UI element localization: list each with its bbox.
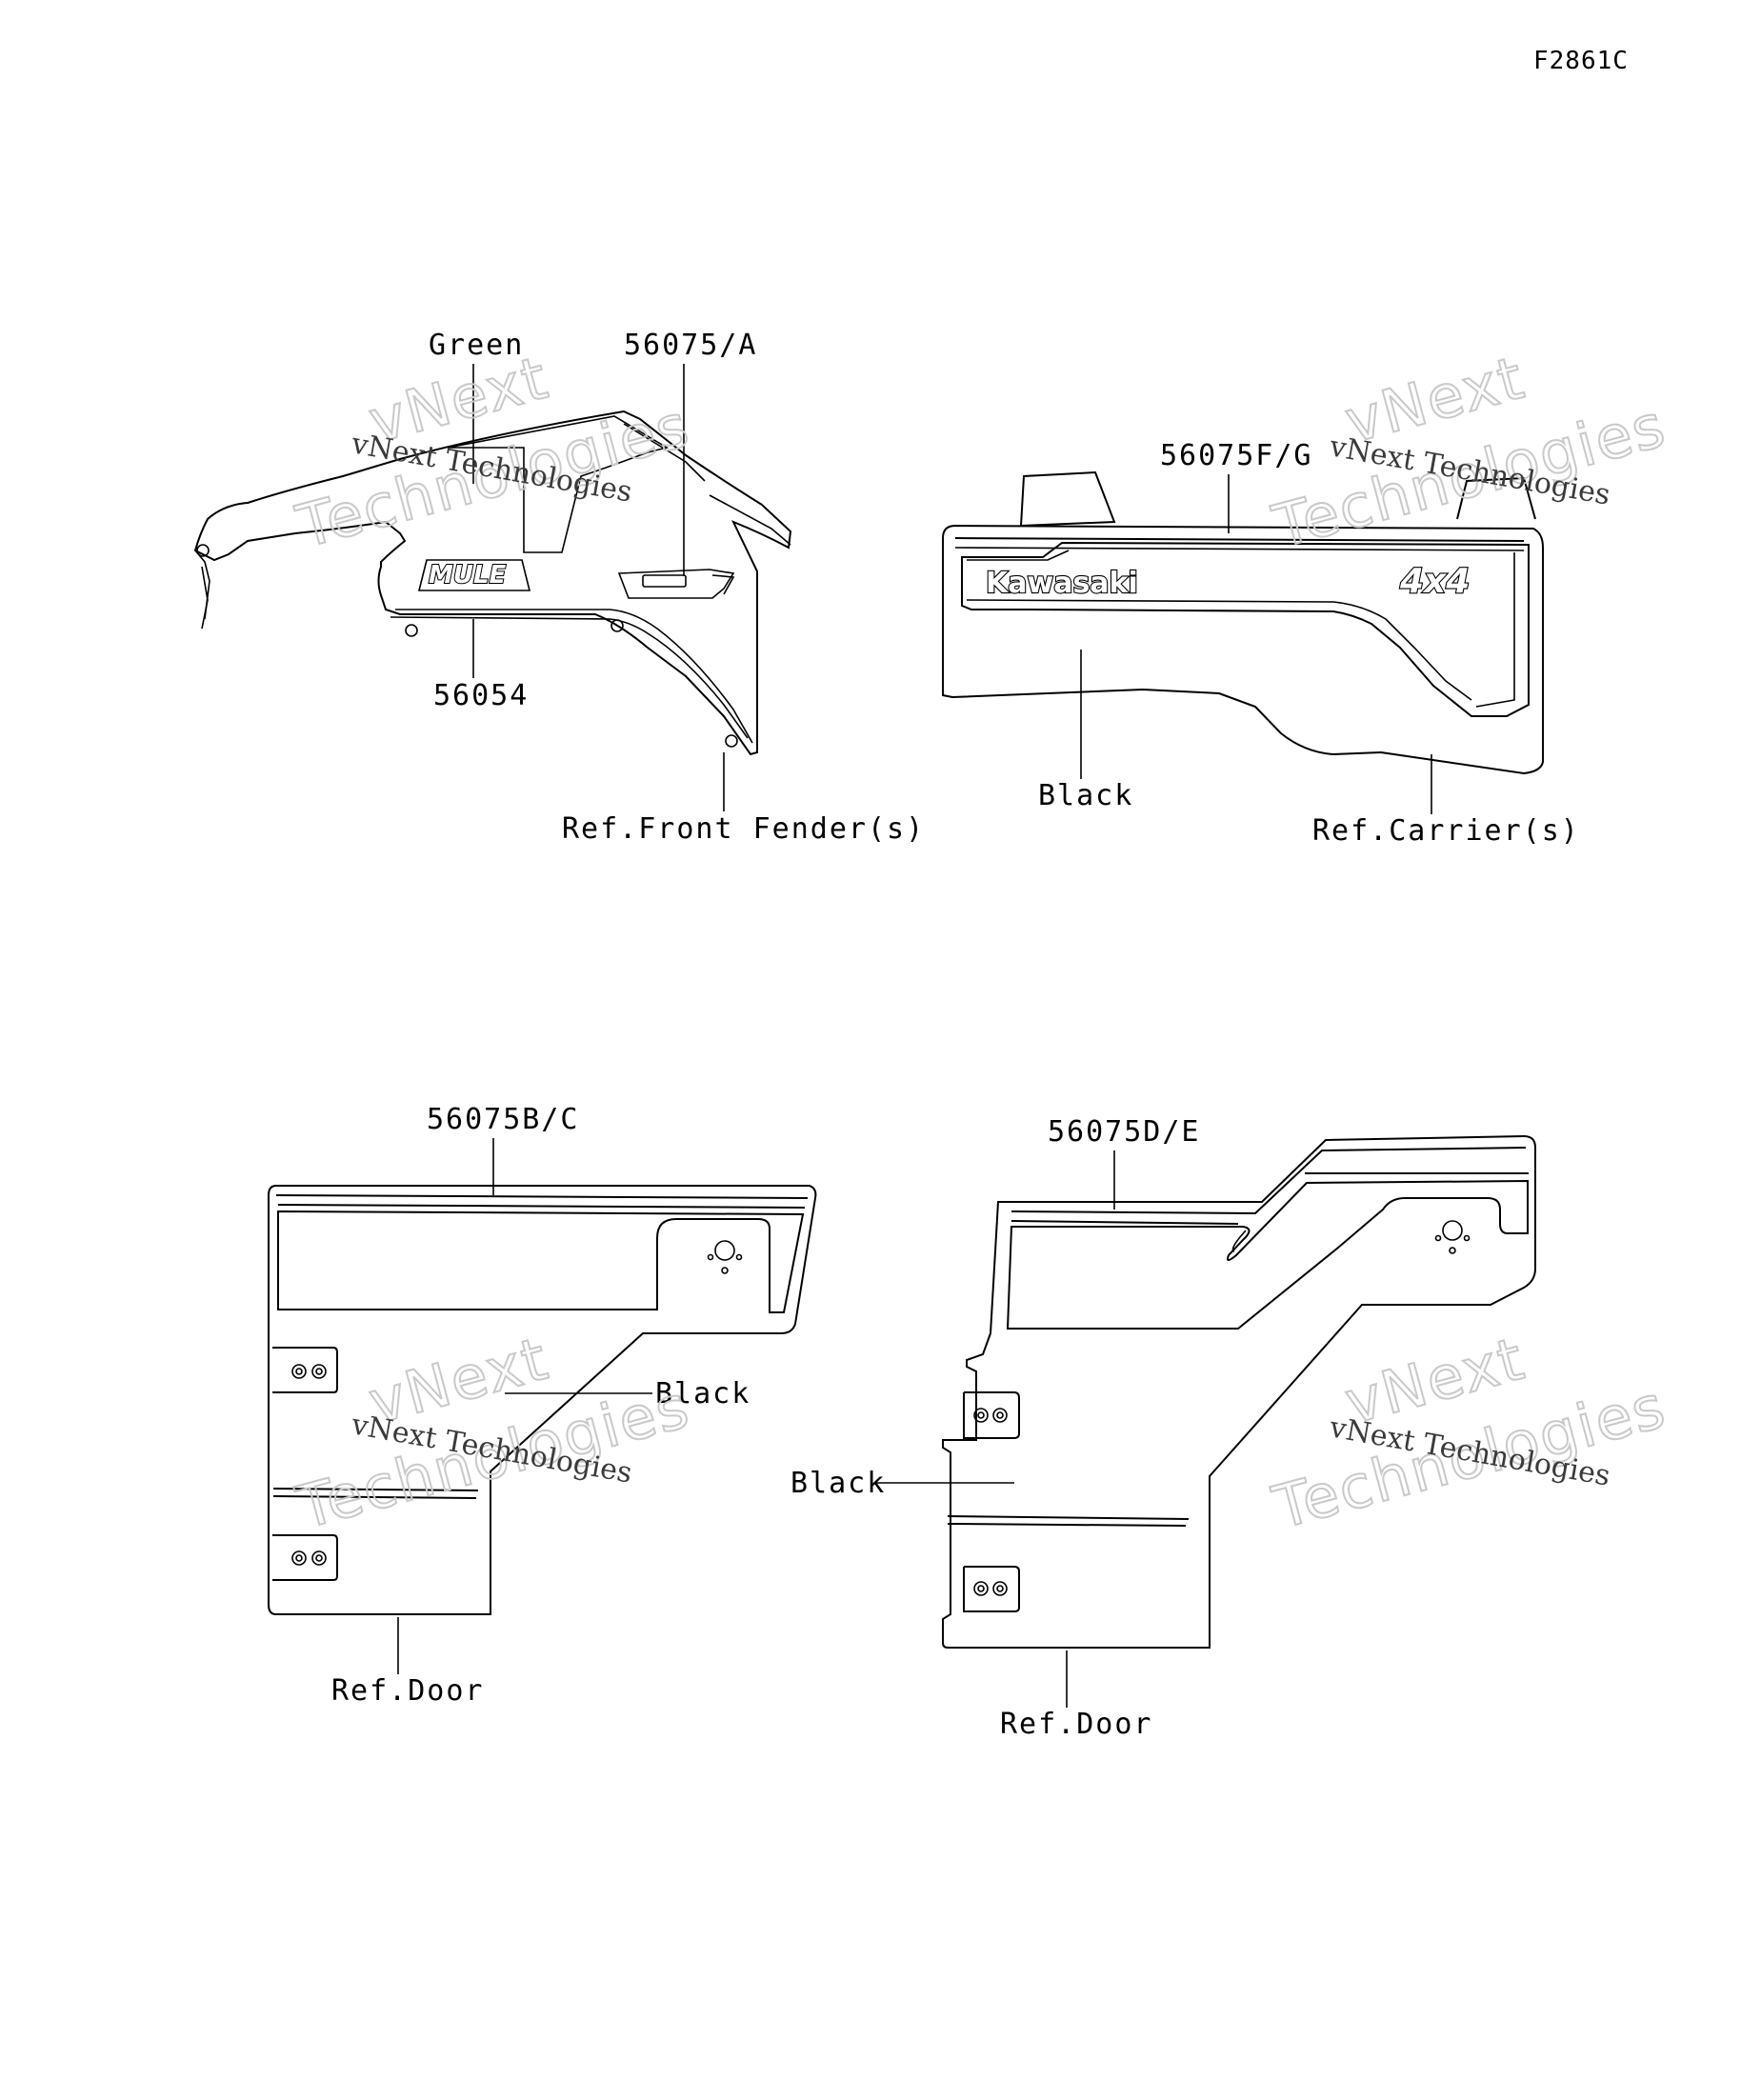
diagram-code: F2861C — [1533, 47, 1629, 75]
label-black-carrier: Black — [1038, 779, 1133, 812]
label-black-door-right: Black — [790, 1467, 886, 1500]
four-by-four-logo: 4x4 — [1399, 562, 1470, 601]
label-part-56054: 56054 — [433, 679, 529, 712]
label-part-56075-bc: 56075B/C — [427, 1103, 580, 1136]
decal-56075a-shape — [619, 570, 733, 598]
kawasaki-logo: Kawasaki — [986, 567, 1138, 600]
label-part-56075-a: 56075/A — [624, 329, 757, 362]
door-left-inner-panel — [278, 1211, 803, 1312]
mule-decal-logo: MULE — [429, 561, 507, 590]
carrier-top-box — [1021, 472, 1114, 526]
door-right-inner-panel — [1008, 1181, 1528, 1329]
watermark-bottom-left: vNext Technologies vNext Technologies — [290, 1324, 697, 1543]
label-part-56075-fg: 56075F/G — [1160, 439, 1313, 472]
label-part-56075-de: 56075D/E — [1048, 1115, 1201, 1149]
label-ref-carrier: Ref.Carrier(s) — [1312, 814, 1580, 848]
carrier-assembly: Kawasaki 4x4 — [943, 472, 1543, 773]
watermark-bottom-right: vNext Technologies vNext Technologies — [1266, 1324, 1673, 1543]
label-ref-door-left: Ref.Door — [331, 1674, 485, 1708]
label-ref-door-right: Ref.Door — [1000, 1708, 1153, 1741]
watermark-top-left: vNext Technologies vNext Technologies — [290, 343, 697, 562]
label-ref-front-fender: Ref.Front Fender(s) — [562, 812, 925, 846]
